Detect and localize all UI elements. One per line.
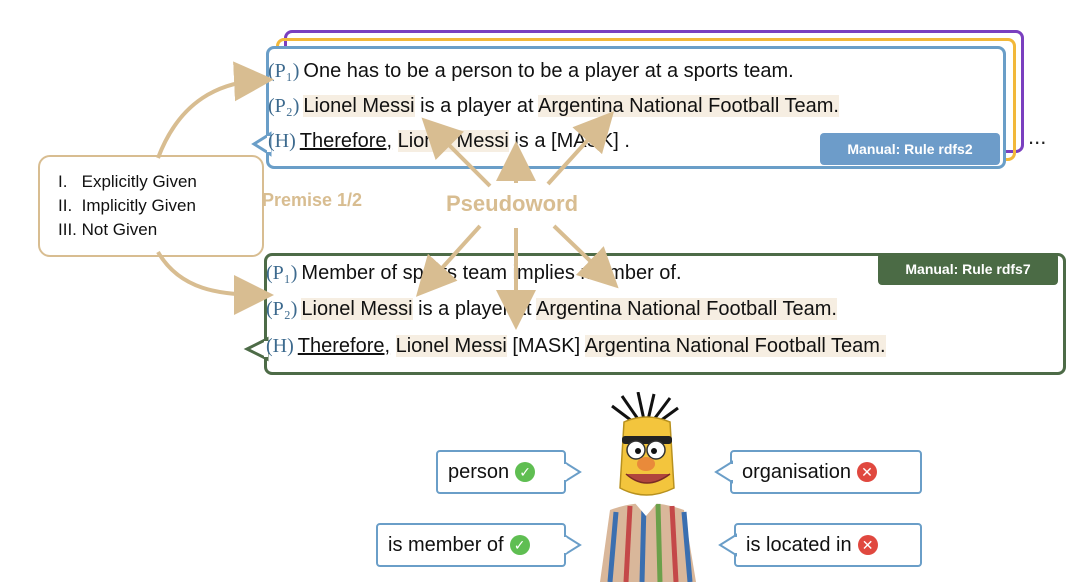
answer-person-pointer [564, 460, 582, 484]
legend-arrow-top [156, 61, 274, 159]
answer-is-member-of: is member of✓ [376, 523, 566, 567]
legend-list: I. Explicitly Given II. Implicitly Given… [58, 170, 197, 242]
premise-label: Premise 1/2 [262, 190, 363, 210]
top-box-pointer [251, 131, 272, 157]
legend-item-explicit: I. Explicitly Given [58, 172, 197, 191]
bottom-hypothesis: (H)Therefore, Lionel Messi [MASK] Argent… [266, 335, 886, 357]
pseudoword-arrow-p2-object [546, 111, 615, 186]
rule-badge-rdfs2: Manual: Rule rdfs2 [820, 133, 1000, 165]
legend-item-implicit: II. Implicitly Given [58, 196, 196, 215]
check-icon: ✓ [515, 462, 536, 482]
answer-organisation-pointer [714, 460, 734, 484]
more-ellipsis: ... [1028, 124, 1047, 149]
cross-icon: ✕ [857, 535, 878, 555]
legend-arrow-bottom [156, 250, 274, 315]
bottom-box-pointer [243, 336, 269, 362]
pseudoword-arrow-bottom-p1-right [552, 224, 619, 289]
top-premise-1: (P₁)One has to be a person to be a playe… [268, 60, 794, 82]
cross-icon: ✕ [856, 462, 877, 482]
pseudoword-label: Pseudoword [446, 191, 579, 216]
answer-member-pointer [564, 533, 582, 557]
check-icon: ✓ [509, 535, 530, 555]
character-puppet-illustration [600, 392, 696, 582]
legend-item-not-given: III. Not Given [58, 220, 158, 239]
answer-located-pointer [718, 533, 738, 557]
pseudoword-arrow-h-subject [421, 117, 492, 188]
pseudoword-arrow-bottom-p1 [415, 224, 482, 297]
answer-person: person✓ [436, 450, 566, 494]
answer-is-located-in: is located in✕ [734, 523, 922, 567]
answer-organisation: organisation✕ [730, 450, 922, 494]
legend-box [38, 155, 264, 257]
rule-badge-rdfs7: Manual: Rule rdfs7 [878, 253, 1058, 285]
